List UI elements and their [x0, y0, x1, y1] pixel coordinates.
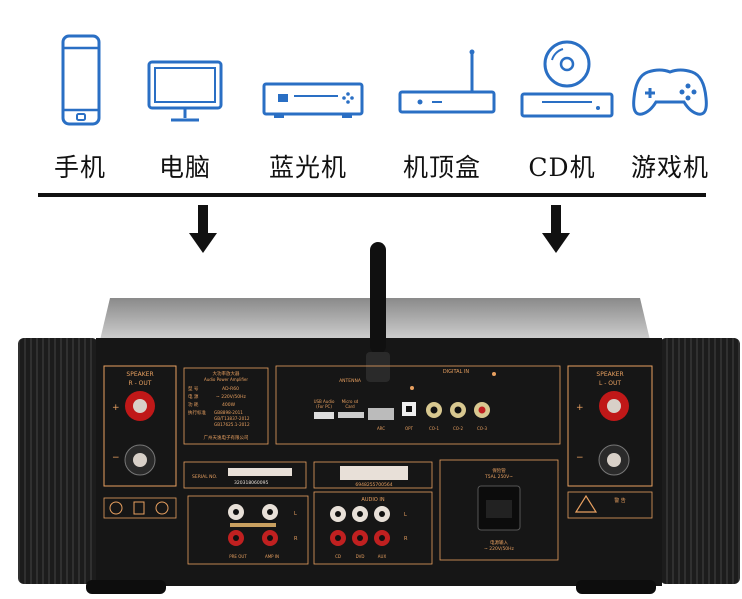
- svg-text:~ 220V/50Hz: ~ 220V/50Hz: [484, 546, 514, 552]
- svg-text:(For PC): (For PC): [316, 404, 332, 409]
- svg-text:Audio Power Amplifier: Audio Power Amplifier: [204, 377, 248, 382]
- minus-sign: −: [112, 453, 120, 463]
- device-label: 游戏机: [630, 153, 709, 182]
- svg-text:型 号: 型 号: [188, 385, 199, 392]
- usb-port[interactable]: [314, 412, 334, 419]
- device-bluray: 蓝光机: [258, 30, 364, 182]
- device-label: 机顶盒: [402, 153, 481, 182]
- svg-text:400W: 400W: [222, 402, 236, 408]
- device-cd-player: CD机: [512, 30, 614, 182]
- antenna: [366, 242, 390, 382]
- speaker-l-sub: L - OUT: [599, 380, 621, 387]
- ground-icon: [109, 501, 123, 515]
- serial-value: 320318060095: [234, 480, 268, 486]
- svg-text:GB17625.1-2012: GB17625.1-2012: [214, 422, 250, 427]
- svg-text:CO-3: CO-3: [477, 426, 487, 431]
- monitor-icon: [147, 60, 223, 122]
- svg-text:USB Audio: USB Audio: [314, 399, 335, 404]
- gamepad-icon: [632, 68, 708, 116]
- svg-text:R: R: [294, 536, 298, 542]
- speaker-l-label: SPEAKER: [596, 371, 623, 378]
- amplifier-rear-panel: SPEAKER R - OUT + − 大功率放大器 Audio Power A…: [18, 242, 740, 594]
- svg-text:~ 220V/50Hz: ~ 220V/50Hz: [216, 394, 246, 400]
- svg-text:L: L: [294, 511, 297, 517]
- svg-text:电 源: 电 源: [188, 393, 199, 400]
- pre-out-amp-in-block: L R PRE OUT AMP IN: [187, 495, 309, 565]
- svg-text:警 告: 警 告: [614, 497, 626, 504]
- speaker-r-out-block: SPEAKER R - OUT + −: [103, 365, 177, 487]
- serial-row: SERIAL NO. 320318060095 6948255700564: [183, 461, 433, 489]
- digital-in-section: ANTENNA DIGITAL IN USB Audio (For PC) Mi…: [275, 365, 561, 445]
- speaker-r-label: SPEAKER: [126, 371, 153, 378]
- svg-text:ARC: ARC: [377, 426, 385, 431]
- warning-triangle-icon: [574, 494, 598, 513]
- minus-sign: −: [576, 453, 584, 463]
- cd-player-icon: [520, 40, 614, 118]
- svg-text:GB/T13837-2012: GB/T13837-2012: [214, 416, 250, 421]
- device-game-console: 游戏机: [620, 30, 720, 182]
- speaker-r-sub: R - OUT: [129, 380, 152, 387]
- svg-text:AD-R60: AD-R60: [222, 386, 239, 392]
- audio-in-block: AUDIO IN L R CD DVD AUX: [313, 491, 433, 565]
- svg-text:CD: CD: [335, 554, 341, 559]
- serial-label: SERIAL NO.: [192, 474, 217, 480]
- audio-in-label: AUDIO IN: [361, 497, 384, 503]
- amp-in-label: AMP IN: [265, 554, 279, 559]
- svg-text:保险管: 保险管: [492, 467, 506, 474]
- svg-text:DVD: DVD: [356, 554, 365, 559]
- device-phone: 手机: [30, 30, 130, 182]
- hdmi-arc-port[interactable]: [368, 408, 394, 420]
- svg-text:CO-1: CO-1: [429, 426, 439, 431]
- svg-text:广州天逸电子有限公司: 广州天逸电子有限公司: [204, 434, 249, 441]
- set-top-box-icon: [398, 49, 496, 114]
- pre-out-label: PRE OUT: [229, 554, 247, 559]
- device-pc: 电脑: [135, 30, 235, 182]
- antenna-label: ANTENNA: [339, 378, 362, 384]
- foot: [86, 580, 166, 594]
- heatsink-right: [660, 338, 740, 584]
- recycle-icon: [155, 501, 169, 515]
- device-label: 蓝光机: [268, 153, 347, 182]
- weee-bin-icon: [133, 501, 145, 515]
- foot: [576, 580, 656, 594]
- svg-text:执行标准: 执行标准: [188, 409, 206, 416]
- arrow-down-icon: [542, 205, 570, 253]
- barcode-value: 6948255700564: [355, 482, 392, 488]
- arrow-down-icon: [189, 205, 217, 253]
- svg-text:电源输入: 电源输入: [490, 539, 508, 546]
- digital-in-label: DIGITAL IN: [443, 369, 470, 375]
- plus-sign: +: [112, 403, 120, 413]
- power-inlet-block: 保险管 T5AL 250V~ 电源输入 ~ 220V/50Hz: [439, 459, 559, 561]
- microsd-slot[interactable]: [338, 412, 364, 418]
- svg-text:功 耗: 功 耗: [188, 401, 199, 408]
- svg-text:CO-2: CO-2: [453, 426, 463, 431]
- plus-sign: +: [576, 403, 584, 413]
- svg-text:L: L: [404, 512, 407, 518]
- svg-text:AUX: AUX: [378, 554, 387, 559]
- divider-line: [38, 193, 706, 197]
- svg-text:OPT: OPT: [405, 426, 414, 431]
- svg-text:大功率放大器: 大功率放大器: [213, 370, 240, 377]
- svg-text:Micro sd: Micro sd: [342, 399, 359, 404]
- svg-text:GB8898-2011: GB8898-2011: [214, 410, 243, 415]
- smartphone-icon: [61, 34, 101, 126]
- svg-text:R: R: [404, 536, 408, 542]
- heatsink-left: [18, 338, 98, 584]
- device-label: 手机: [53, 153, 106, 182]
- bluray-player-icon: [262, 82, 364, 118]
- device-label: CD机: [528, 153, 596, 182]
- info-plate: 大功率放大器 Audio Power Amplifier 型 号 AD-R60 …: [183, 367, 269, 445]
- svg-text:Card: Card: [345, 404, 355, 409]
- certification-marks: [103, 497, 177, 519]
- device-set-top-box: 机顶盒: [392, 30, 496, 182]
- speaker-l-out-block: SPEAKER L - OUT + −: [567, 365, 653, 487]
- device-label: 电脑: [158, 153, 211, 182]
- warning-label: 警 告: [567, 491, 653, 519]
- jumper-link: [230, 523, 276, 527]
- svg-text:T5AL 250V~: T5AL 250V~: [484, 474, 513, 480]
- barcode: [340, 466, 408, 480]
